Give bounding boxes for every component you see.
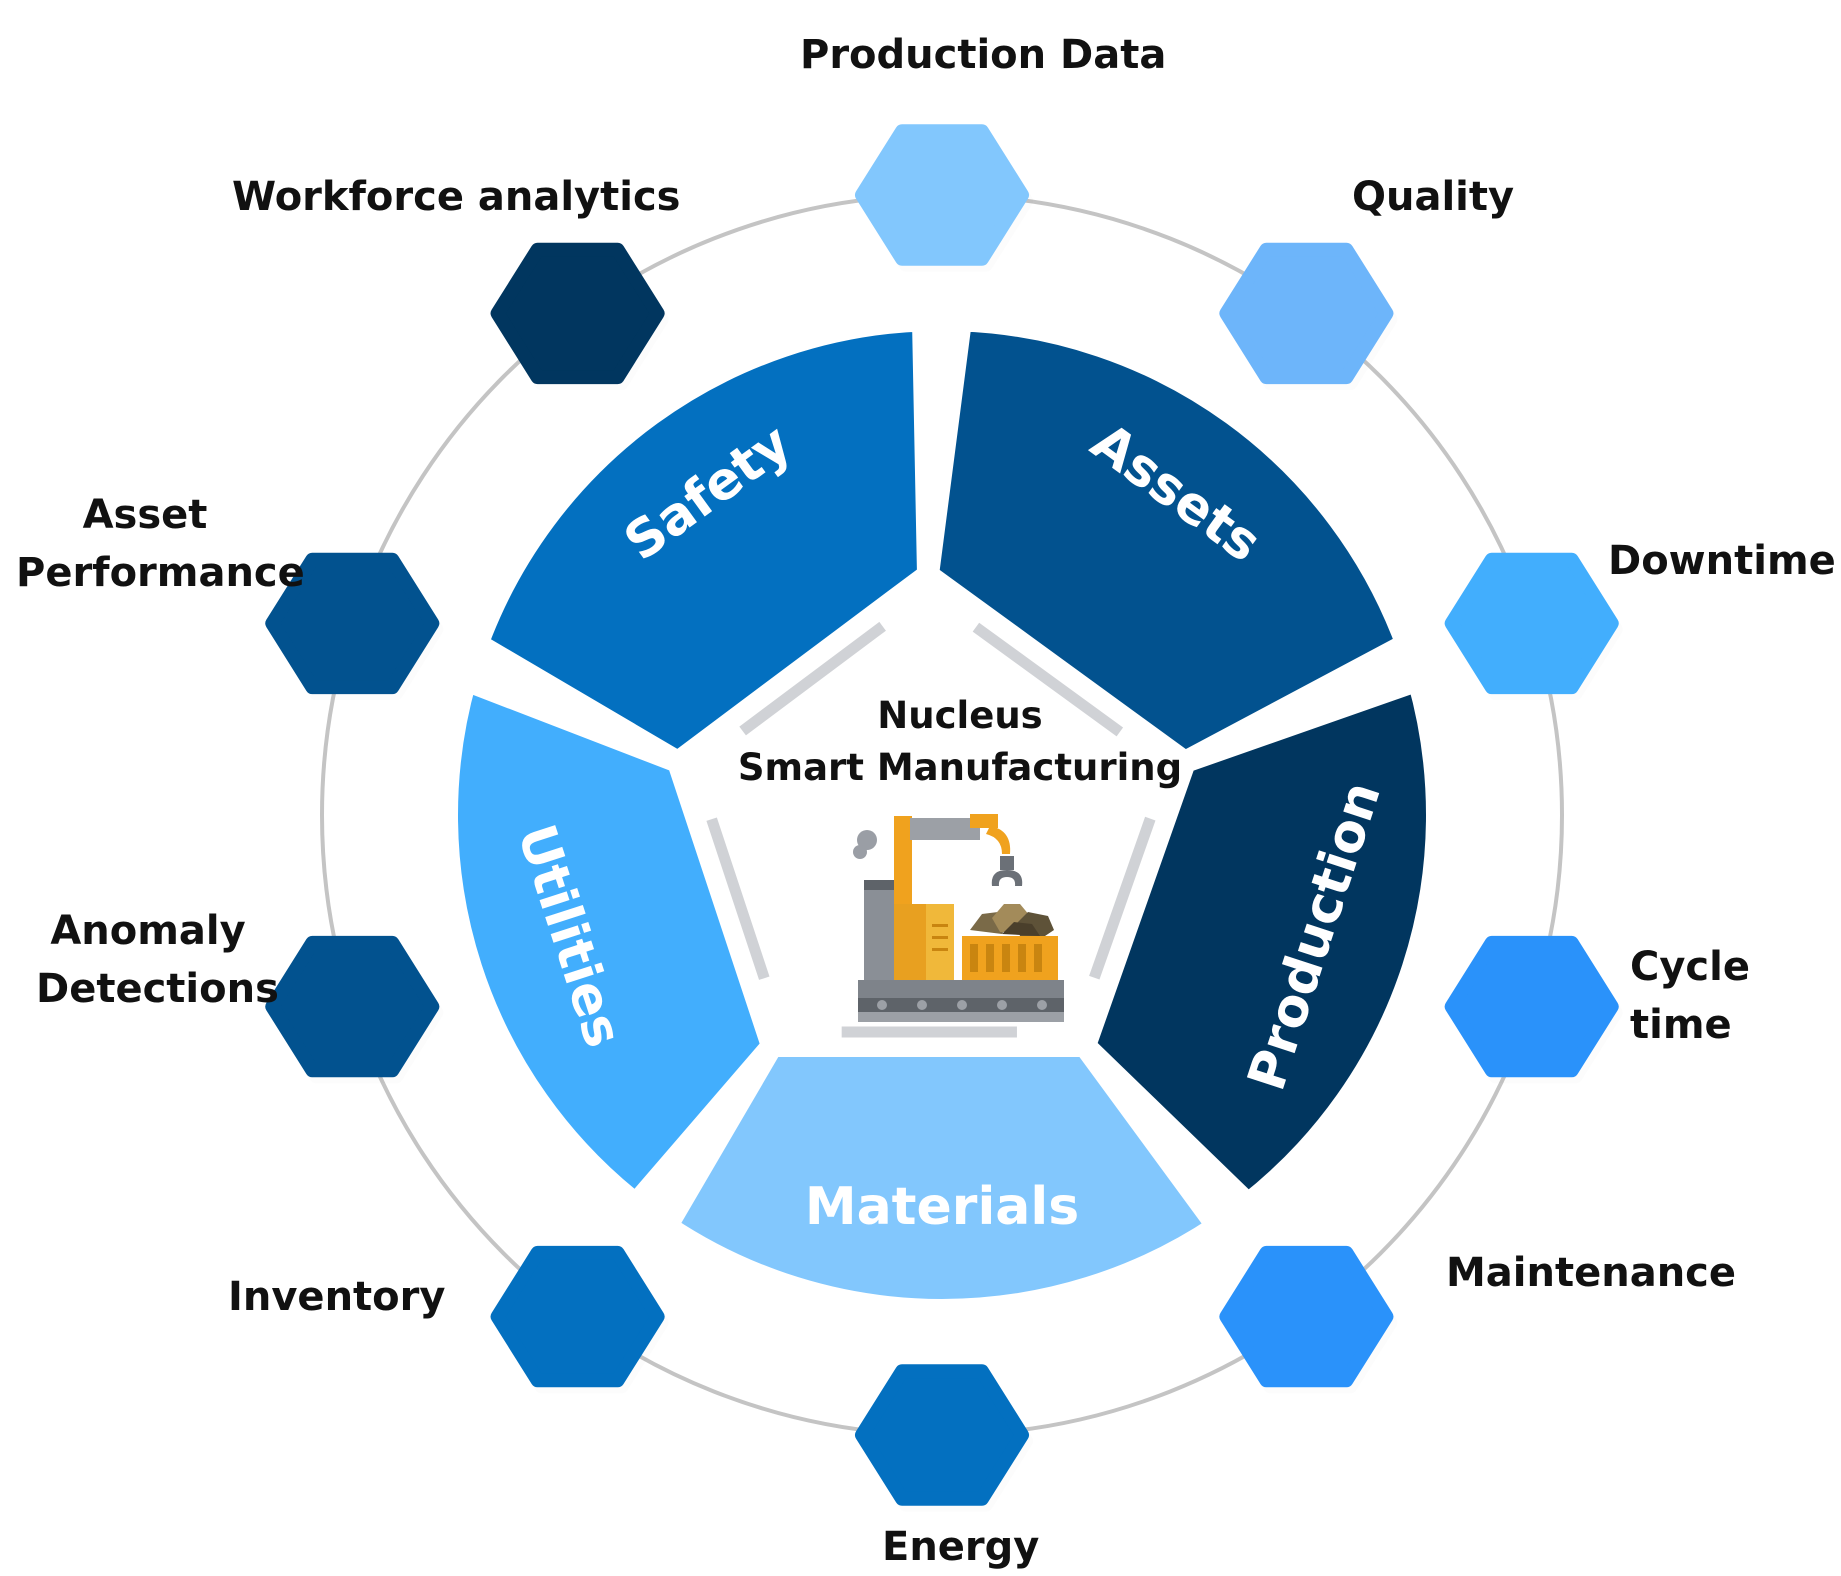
center-title: Nucleus Smart Manufacturing: [720, 690, 1200, 794]
node-label-asset-performance: Asset Performance: [16, 492, 305, 596]
node-label-quality: Quality: [1352, 174, 1515, 220]
segment-utilities: [436, 665, 785, 1220]
inner-divider: [972, 622, 1124, 737]
inner-divider: [1089, 816, 1156, 980]
hex-node-asset-performance: [265, 552, 440, 695]
segment-production: [1072, 665, 1448, 1219]
inner-divider: [706, 817, 770, 980]
segment-materials: [651, 1035, 1234, 1322]
factory-robot-arm-icon: [853, 814, 1064, 1022]
node-label-downtime: Downtime: [1608, 538, 1836, 584]
hex-node-cycle-time: [1444, 935, 1619, 1078]
node-label-maintenance: Maintenance: [1446, 1250, 1737, 1296]
node-label-production-data: Production Data: [800, 32, 1167, 78]
segment-safety: [463, 308, 940, 776]
node-label-anomaly-detections: Anomaly Detections: [36, 908, 279, 1012]
hex-node-anomaly-detections: [265, 935, 440, 1078]
segment-label-materials: Materials: [805, 1177, 1079, 1237]
node-label-energy: Energy: [882, 1524, 1040, 1570]
inner-divider: [739, 621, 886, 736]
hex-node-workforce-analytics: [490, 242, 665, 385]
node-label-inventory: Inventory: [228, 1274, 446, 1320]
segment-assets: [916, 308, 1421, 775]
hex-node-quality: [1219, 242, 1394, 385]
hex-node-maintenance: [1219, 1245, 1394, 1388]
center-title-line1: Nucleus: [877, 694, 1043, 737]
hex-node-inventory: [490, 1245, 665, 1388]
node-label-workforce-analytics: Workforce analytics: [232, 174, 681, 220]
hex-node-production-data: [855, 124, 1029, 266]
center-title-line2: Smart Manufacturing: [737, 746, 1183, 789]
node-label-cycle-time: Cycle time: [1630, 944, 1750, 1048]
hex-node-downtime: [1444, 552, 1619, 695]
hex-node-energy: [855, 1364, 1029, 1506]
